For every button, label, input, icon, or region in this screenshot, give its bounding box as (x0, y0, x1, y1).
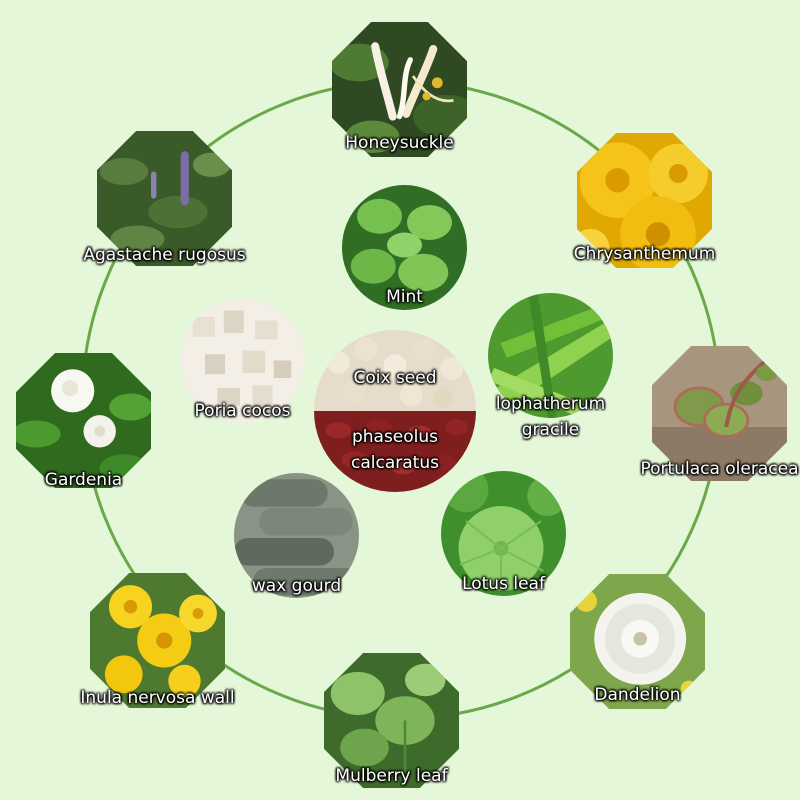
honeysuckle-icon (332, 22, 467, 157)
agastache-icon (97, 131, 232, 266)
lophatherum-icon (488, 293, 613, 418)
node-mint: Mint (342, 185, 467, 310)
label-chrysanthemum: Chrysanthemum (573, 244, 716, 264)
node-chrysanthemum: Chrysanthemum (574, 133, 715, 268)
label-phaseolus: phaseolus calcaratus (351, 427, 439, 473)
label-lophatherum: lophatherum gracile (495, 394, 606, 440)
label-agastache: Agastache rugosus (83, 245, 246, 265)
label-mint: Mint (386, 287, 423, 307)
label-poria: Poria cocos (194, 401, 291, 421)
label-gardenia: Gardenia (44, 470, 123, 490)
node-gardenia: Gardenia (16, 353, 151, 490)
node-lophatherum: lophatherum gracile (488, 293, 613, 440)
inula-icon (90, 573, 225, 708)
label-inula: Inula nervosa wall (80, 688, 235, 708)
lotus-leaf-icon (441, 471, 566, 596)
label-mulberry: Mulberry leaf (335, 766, 448, 786)
mint-icon (342, 185, 467, 310)
gardenia-icon (16, 353, 151, 488)
mulberry-leaf-icon (324, 653, 459, 788)
label-lotus: Lotus leaf (462, 574, 545, 594)
node-mulberry: Mulberry leaf (324, 653, 459, 788)
node-waxgourd: wax gourd (234, 473, 359, 598)
node-center: Coix seed phaseolus calcaratus (314, 330, 476, 492)
label-honeysuckle: Honeysuckle (345, 133, 454, 153)
poria-icon (180, 298, 305, 423)
label-waxgourd: wax gourd (251, 576, 342, 596)
portulaca-icon (652, 346, 787, 481)
node-portulaca: Portulaca oleracea (641, 346, 799, 481)
dandelion-icon (570, 574, 705, 709)
label-coix-seed: Coix seed (353, 368, 437, 388)
node-inula: Inula nervosa wall (80, 573, 235, 708)
wax-gourd-icon (234, 473, 359, 598)
label-portulaca: Portulaca oleracea (640, 459, 799, 479)
node-poria: Poria cocos (180, 298, 305, 423)
node-agastache: Agastache rugosus (83, 131, 246, 266)
node-honeysuckle: Honeysuckle (332, 22, 467, 157)
node-lotus: Lotus leaf (441, 471, 566, 596)
label-dandelion: Dandelion (594, 685, 681, 705)
node-dandelion: Dandelion (570, 574, 705, 709)
